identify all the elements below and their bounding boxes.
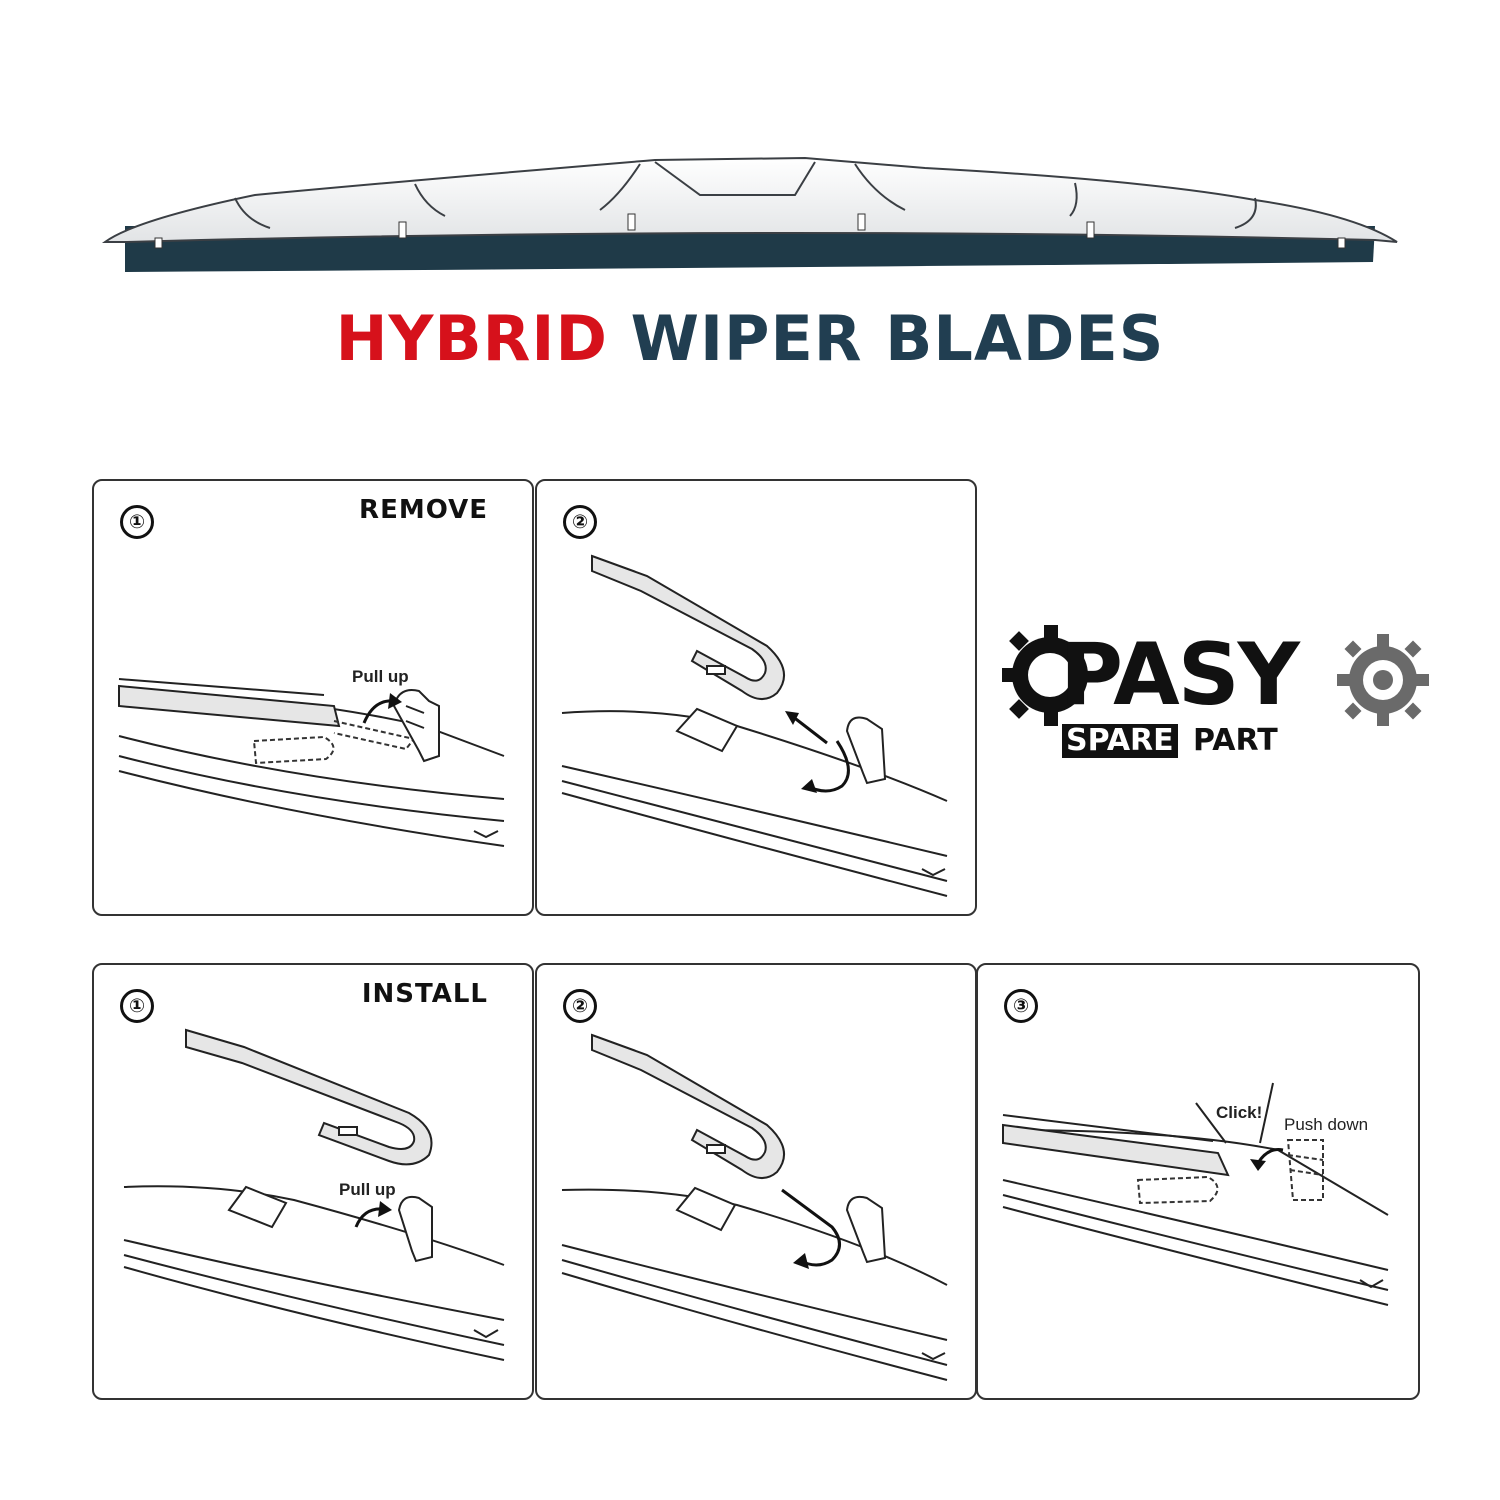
install-step-2-panel: ② — [535, 963, 977, 1400]
remove-step-1-illustration — [118, 678, 505, 847]
pull-up-label: Pull up — [339, 1180, 396, 1199]
logo: PASY SPARE PART — [1000, 620, 1430, 770]
remove-step-2-panel: ② — [535, 479, 977, 916]
logo-wordmark: PASY — [1060, 625, 1300, 725]
step-number: ① — [120, 989, 154, 1023]
page-title: HYBRID WIPER BLADES — [0, 302, 1500, 375]
install-step-1-illustration — [123, 1028, 505, 1361]
logo-spare: SPARE — [1062, 724, 1178, 758]
gear-icon — [1337, 634, 1429, 726]
gear-icon — [1002, 625, 1088, 726]
install-step-1-panel: ① INSTALL Pull up — [92, 963, 534, 1400]
step-number: ② — [563, 505, 597, 539]
install-heading: INSTALL — [361, 979, 488, 1009]
title-hybrid: HYBRID — [335, 302, 608, 375]
install-step-3-illustration — [1002, 1082, 1389, 1306]
install-step-2-illustration — [561, 1033, 948, 1381]
remove-heading: REMOVE — [359, 495, 488, 525]
install-step-3-panel: ③ Click! Push down — [976, 963, 1420, 1400]
remove-step-1-panel: ① REMOVE Pull up — [92, 479, 534, 916]
push-down-label: Push down — [1284, 1115, 1369, 1134]
step-number: ② — [563, 989, 597, 1023]
pull-up-label: Pull up — [352, 667, 409, 686]
click-label: Click! — [1216, 1103, 1263, 1122]
step-number: ③ — [1004, 989, 1038, 1023]
remove-step-2-illustration — [561, 554, 948, 897]
title-wiper-blades: WIPER BLADES — [630, 302, 1165, 375]
logo-part: PART — [1193, 723, 1278, 758]
hybrid-wiper-blade-image — [101, 156, 1398, 272]
step-number: ① — [120, 505, 154, 539]
